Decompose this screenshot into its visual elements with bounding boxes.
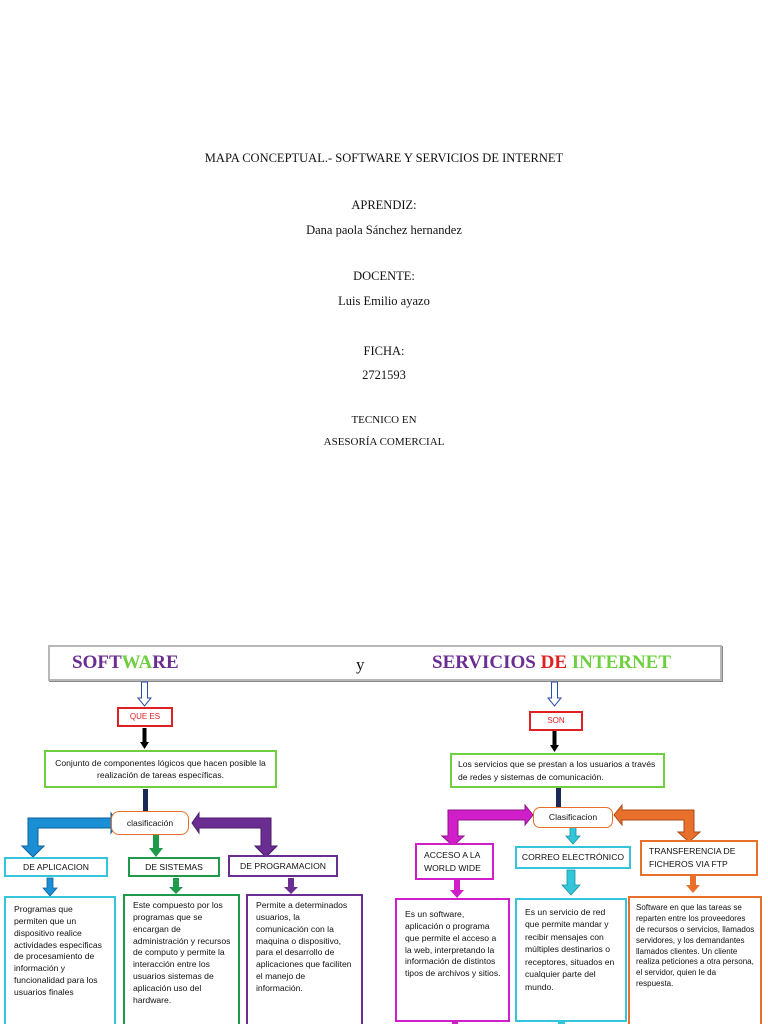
teacher-label: DOCENTE: [353,269,415,283]
down-arrow-transferencia-desc [686,876,700,893]
bent-arrow-de-aplicacion [20,811,119,858]
ficha-number: 2721593 [362,368,406,382]
banner-software-word: SOFTWARE [72,652,179,673]
desc-correo-electronico: Es un servicio de red que permite mandar… [515,898,627,1022]
type-de-aplicacion: DE APLICACION [4,857,108,877]
type-de-sistemas: DE SISTEMAS [128,857,220,877]
desc-de-programacion: Permite a determinados usuarios, la comu… [246,894,363,1024]
hollow-down-arrow-left [136,681,153,707]
type-acceso-www: ACCESO A LA WORLD WIDE [415,843,494,880]
program-line-2: ASESORÍA COMERCIAL [323,436,445,448]
map-title-banner: SOFTWARE y SERVICIOS DE INTERNET [48,645,722,681]
type-de-programacion: DE PROGRAMACION [228,855,338,877]
down-arrow-programacion-desc [284,878,298,894]
program-line-1: TECNICO EN [351,414,417,426]
desc-acceso-www: Es un software, aplicación o programa qu… [395,898,510,1022]
services-definition: Los servicios que se prestan a los usuar… [450,753,665,788]
que-es-label: QUE ES [117,707,173,727]
desc-de-aplicacion: Programas que permiten que un dispositiv… [4,896,116,1024]
bent-arrow-transferencia [613,803,702,843]
down-arrow-son [550,731,559,752]
apprentice-name: Dana paola Sánchez hernandez [306,223,462,237]
type-correo-electronico: CORREO ELECTRÓNICO [515,846,631,869]
ficha-label: FICHA: [363,344,405,358]
down-arrow-sistemas-desc [169,878,183,894]
services-classification-label: Clasificacion [533,807,613,828]
desc-de-sistemas: Este compuesto por los programas que se … [123,894,240,1024]
apprentice-label: APRENDIZ: [351,198,417,212]
down-arrow-que-es [140,728,149,749]
down-arrow-aplicacion-desc [42,877,58,897]
down-arrow-de-sistemas [149,835,163,857]
down-arrow-correo [565,825,581,845]
connector-software-classification [143,789,148,811]
document-title: MAPA CONCEPTUAL.- SOFTWARE Y SERVICIOS D… [204,151,564,165]
son-label: SON [529,711,583,731]
down-arrow-acceso-desc [450,880,464,898]
connector-services-classification [556,787,561,807]
teacher-name: Luis Emilio ayazo [338,294,430,308]
software-classification-label: clasificación [111,811,189,835]
banner-services-words: SERVICIOS DE INTERNET [432,652,672,673]
hollow-down-arrow-right [546,681,563,707]
type-transferencia-ftp: TRANSFERENCIA DE FICHEROS VIA FTP [640,840,758,876]
banner-connector: y [356,655,365,674]
down-arrow-correo-desc [561,869,581,896]
desc-transferencia-ftp: Software en que las tareas se reparten e… [628,896,762,1024]
bent-arrow-acceso [440,803,534,847]
software-definition: Conjunto de componentes lógicos que hace… [44,750,277,788]
bent-arrow-de-programacion [191,811,279,858]
